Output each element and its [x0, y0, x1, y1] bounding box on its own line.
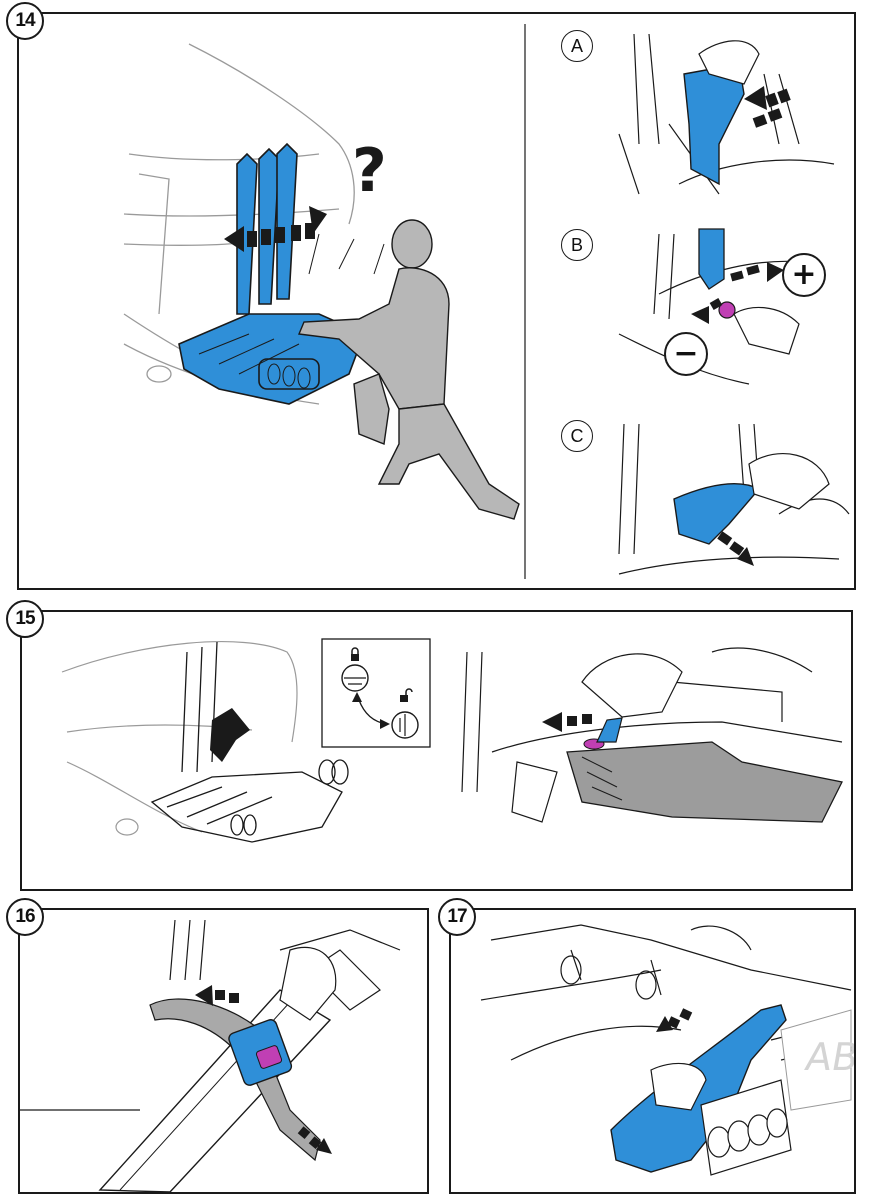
step-17-illustration: [480, 924, 852, 1176]
plate-text: AB: [802, 1035, 856, 1079]
sub-step-a-badge: A: [561, 30, 593, 62]
step-14-panel: ? A B C + −: [17, 12, 856, 590]
question-mark: ?: [352, 136, 387, 206]
step-17-panel: AB: [449, 908, 856, 1194]
step-16-illustration: [20, 919, 401, 1192]
step-15-badge: 15: [6, 600, 44, 638]
step-16-badge: 16: [6, 898, 44, 936]
lock-open-icon: [391, 688, 419, 739]
sub-step-b-badge: B: [561, 229, 593, 261]
step-14-illustration: [123, 24, 850, 579]
double-arrow-icon: [224, 206, 327, 252]
lock-closed-icon: [341, 647, 369, 692]
minus-icon: −: [664, 332, 708, 376]
step-14-badge: 14: [6, 2, 44, 40]
step-16-panel: [18, 908, 429, 1194]
sub-step-c-badge: C: [561, 420, 593, 452]
step-15-panel: [20, 610, 853, 891]
step-17-badge: 17: [438, 898, 476, 936]
plus-icon: +: [782, 253, 826, 297]
step-15-illustration: [61, 638, 843, 843]
